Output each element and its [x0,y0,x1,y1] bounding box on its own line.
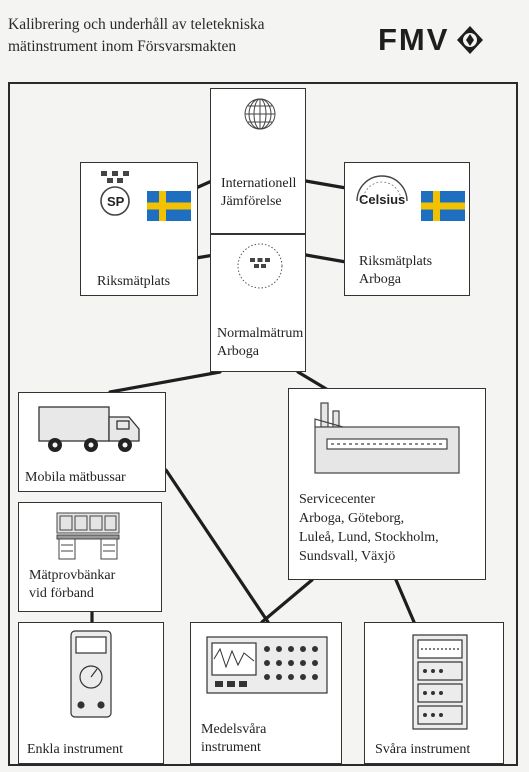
swedac-badge-icon [237,243,283,289]
node-medelsvara-instrument: Medelsvåra instrument [190,622,342,764]
truck-icon [38,406,140,452]
node-enkla-instrument: Enkla instrument [18,622,164,764]
internationell-line-2: Jämförelse [221,194,282,209]
swedish-flag-icon [421,191,465,221]
mobila-label: Mobila mätbussar [25,470,126,485]
multimeter-icon [70,630,112,718]
fmv-logo-text: FMV [378,22,450,57]
node-matprovbankar: Mätprovbänkar vid förband [18,502,162,612]
node-mobila-matbussar: Mobila mätbussar [18,392,166,492]
diagram-title: Kalibrering och underhåll av teleteknisk… [8,14,265,58]
matprov-line-1: Mätprovbänkar [29,568,116,583]
matprov-line-2: vid förband [29,586,94,601]
node-riksmatplats-arboga: Celsius Riksmätplats Arboga [344,162,470,296]
normal-line-1: Normalmätrum [217,326,304,341]
workbench-icon [56,512,120,560]
celsius-logo-icon [356,175,408,202]
service-line-4: Sundsvall, Växjö [299,549,396,564]
factory-icon [314,402,460,474]
node-internationell-jamforelse: Internationell Jämförelse [210,88,306,234]
oscilloscope-icon [206,636,328,694]
internationell-line-1: Internationell [221,176,297,191]
node-riksmatplats-sp: SP Riksmätplats [80,162,198,296]
service-line-3: Luleå, Lund, Stockholm, [299,530,439,545]
celsius-mark-text: Celsius [359,192,406,207]
sp-label: Riksmätplats [97,274,171,289]
node-normalmatrum-arboga: Normalmätrum Arboga [210,234,306,372]
title-line-1: Kalibrering och underhåll av teleteknisk… [8,16,265,33]
fmv-logo: FMV [378,22,485,58]
normal-line-2: Arboga [217,344,259,359]
instrument-rack-icon [412,634,468,730]
medel-line-2: instrument [201,740,261,755]
node-svara-instrument: Svåra instrument [364,622,504,764]
diagram-frame [8,82,518,766]
sp-crown-icon [100,171,130,216]
enkla-label: Enkla instrument [27,742,124,757]
service-line-1: Servicecenter [299,492,376,507]
medel-line-1: Medelsvåra [201,722,267,737]
globe-icon [244,98,276,130]
svara-label: Svåra instrument [375,742,471,757]
celsius-line-1: Riksmätplats [359,254,433,269]
fmv-emblem-icon [457,26,484,54]
sp-mark-text: SP [107,194,125,209]
title-line-2: mätinstrument inom Försvarsmakten [8,38,237,55]
swedish-flag-icon [147,191,191,221]
node-servicecenter: Servicecenter Arboga, Göteborg, Luleå, L… [288,388,486,580]
celsius-line-2: Arboga [359,272,401,287]
service-line-2: Arboga, Göteborg, [299,511,405,526]
